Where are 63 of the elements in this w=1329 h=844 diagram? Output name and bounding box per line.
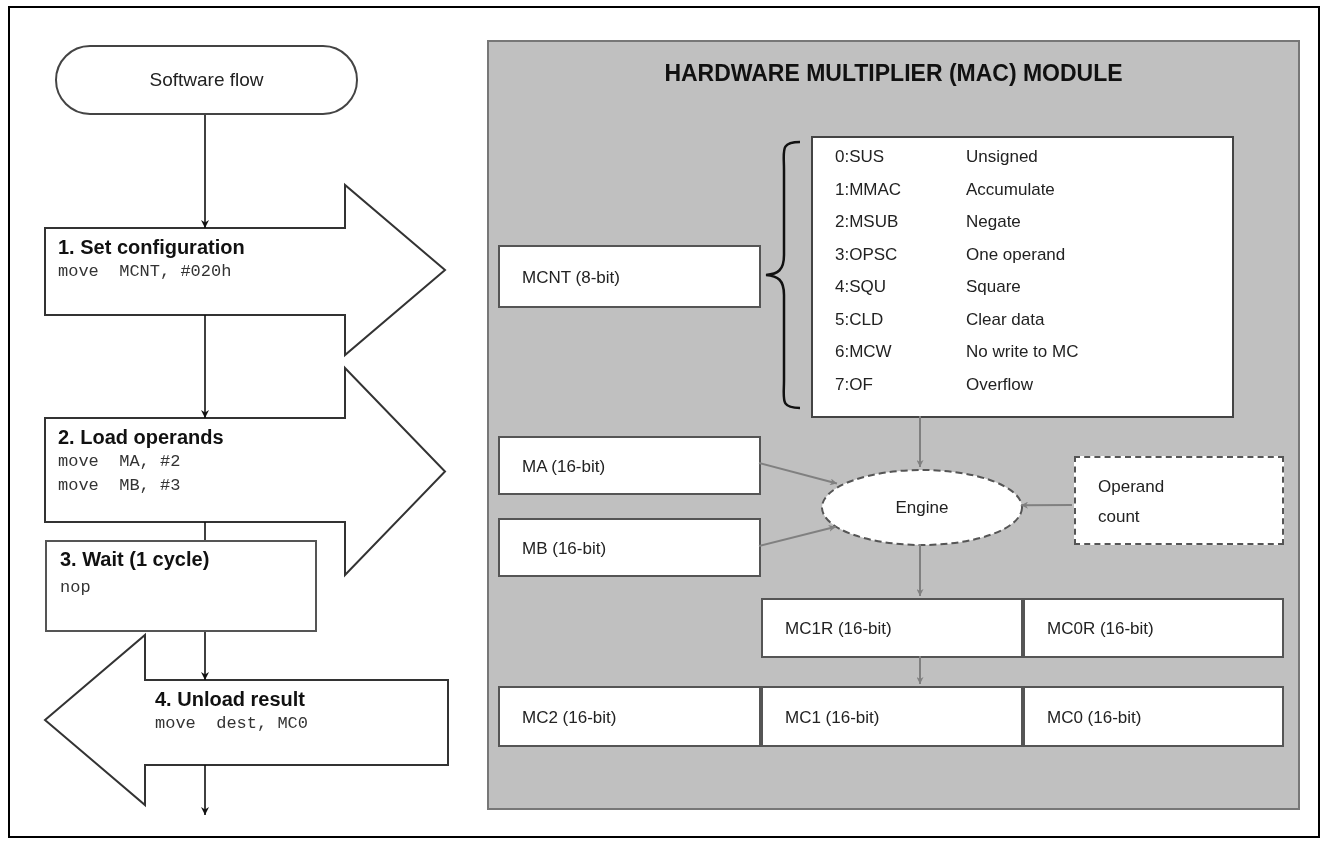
counter-box	[1074, 456, 1284, 545]
register-label: MC1R (16-bit)	[785, 619, 892, 639]
arrow	[758, 462, 838, 486]
register-label: MC0R (16-bit)	[1047, 619, 1154, 639]
bit-name: 4:SQU	[835, 277, 887, 297]
bit-description: One operand	[966, 244, 1066, 265]
register-box	[761, 686, 1023, 747]
register-label: MC0 (16-bit)	[1047, 707, 1142, 728]
process-arrow-shape	[45, 368, 445, 575]
box-label: Operand count	[1098, 476, 1166, 528]
bit-description: Negate	[966, 212, 1021, 232]
register-box	[761, 598, 1023, 658]
arrow	[201, 631, 209, 681]
register-box	[498, 686, 761, 747]
bit-name: 7:OF	[835, 374, 873, 395]
module-title: HARDWARE MULTIPLIER (MAC) MODULE	[663, 60, 1124, 87]
arrow	[201, 764, 209, 816]
bit-table-box	[811, 136, 1234, 418]
register-box	[498, 245, 761, 308]
terminator-label: Software flow	[148, 69, 265, 91]
register-box	[45, 540, 317, 632]
bit-name: 3:OPSC	[835, 244, 898, 265]
bit-name: 0:SUS	[835, 147, 885, 167]
bit-description: Accumulate	[966, 179, 1055, 200]
register-label: MB (16-bit)	[522, 538, 607, 559]
bit-description: No write to MC	[966, 342, 1079, 362]
code-line: nop	[60, 578, 91, 597]
bit-description: Square	[966, 277, 1021, 297]
engine-label: Engine	[894, 497, 950, 518]
bit-description: Overflow	[966, 374, 1034, 395]
bit-name: 1:MMAC	[835, 179, 902, 200]
arrow	[201, 314, 209, 419]
process-arrow-shape	[45, 635, 448, 805]
code-line: move MA, #2	[58, 452, 181, 471]
arrow	[916, 655, 924, 685]
register-label: MC2 (16-bit)	[522, 707, 617, 728]
step-heading: 2. Load operands	[58, 426, 224, 449]
register-box	[498, 436, 761, 495]
bit-name: 2:MSUB	[835, 212, 899, 232]
register-box	[1023, 598, 1284, 658]
step-heading: 1. Set configuration	[58, 236, 245, 259]
engine-ellipse	[821, 469, 1023, 546]
bit-description: Unsigned	[966, 147, 1038, 167]
arrow	[916, 543, 924, 597]
code-line: move dest, MC0	[155, 714, 309, 733]
register-label: MA (16-bit)	[522, 456, 606, 477]
arrow	[1020, 501, 1073, 509]
code-line: move MB, #3	[58, 476, 181, 495]
module-panel	[487, 40, 1300, 810]
arrow	[916, 415, 924, 468]
register-label: MCNT (8-bit)	[522, 267, 620, 288]
bit-name: 5:CLD	[835, 309, 884, 330]
bit-name: 6:MCW	[835, 342, 892, 362]
bit-description: Clear data	[966, 309, 1045, 330]
arrow	[758, 525, 837, 547]
step-heading: 4. Unload result	[155, 688, 306, 711]
process-arrow-shape	[45, 185, 445, 355]
arrow	[201, 114, 209, 229]
register-label: MC1 (16-bit)	[785, 707, 880, 728]
register-box	[1023, 686, 1284, 747]
code-line: move MCNT, #020h	[58, 262, 232, 281]
register-box	[498, 518, 761, 577]
step-heading: 3. Wait (1 cycle)	[60, 548, 210, 571]
